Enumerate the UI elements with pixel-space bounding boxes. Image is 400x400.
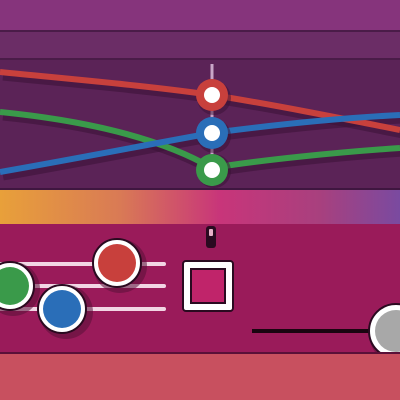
color-gradient-bar[interactable] — [0, 190, 400, 224]
green-slider-knob[interactable] — [0, 261, 40, 316]
color-preview-fill — [190, 268, 226, 304]
color-controls-panel — [0, 224, 400, 354]
blue-slider-knob[interactable] — [37, 284, 93, 339]
slider-canvas — [0, 238, 400, 354]
red-curve-point[interactable] — [196, 79, 231, 115]
blue-curve-point[interactable] — [196, 117, 231, 153]
red-slider-knob[interactable] — [92, 238, 147, 293]
bottom-slider-knob[interactable] — [368, 303, 400, 354]
top-band — [0, 0, 400, 30]
green-curve-point[interactable] — [196, 154, 231, 188]
curve-editor-canvas[interactable] — [0, 60, 400, 190]
header-strip — [0, 30, 400, 60]
curve-editor-panel[interactable] — [0, 60, 400, 190]
swatch-pin-icon — [206, 226, 216, 248]
color-preview-swatch[interactable] — [182, 260, 234, 312]
bottom-band — [0, 354, 400, 400]
